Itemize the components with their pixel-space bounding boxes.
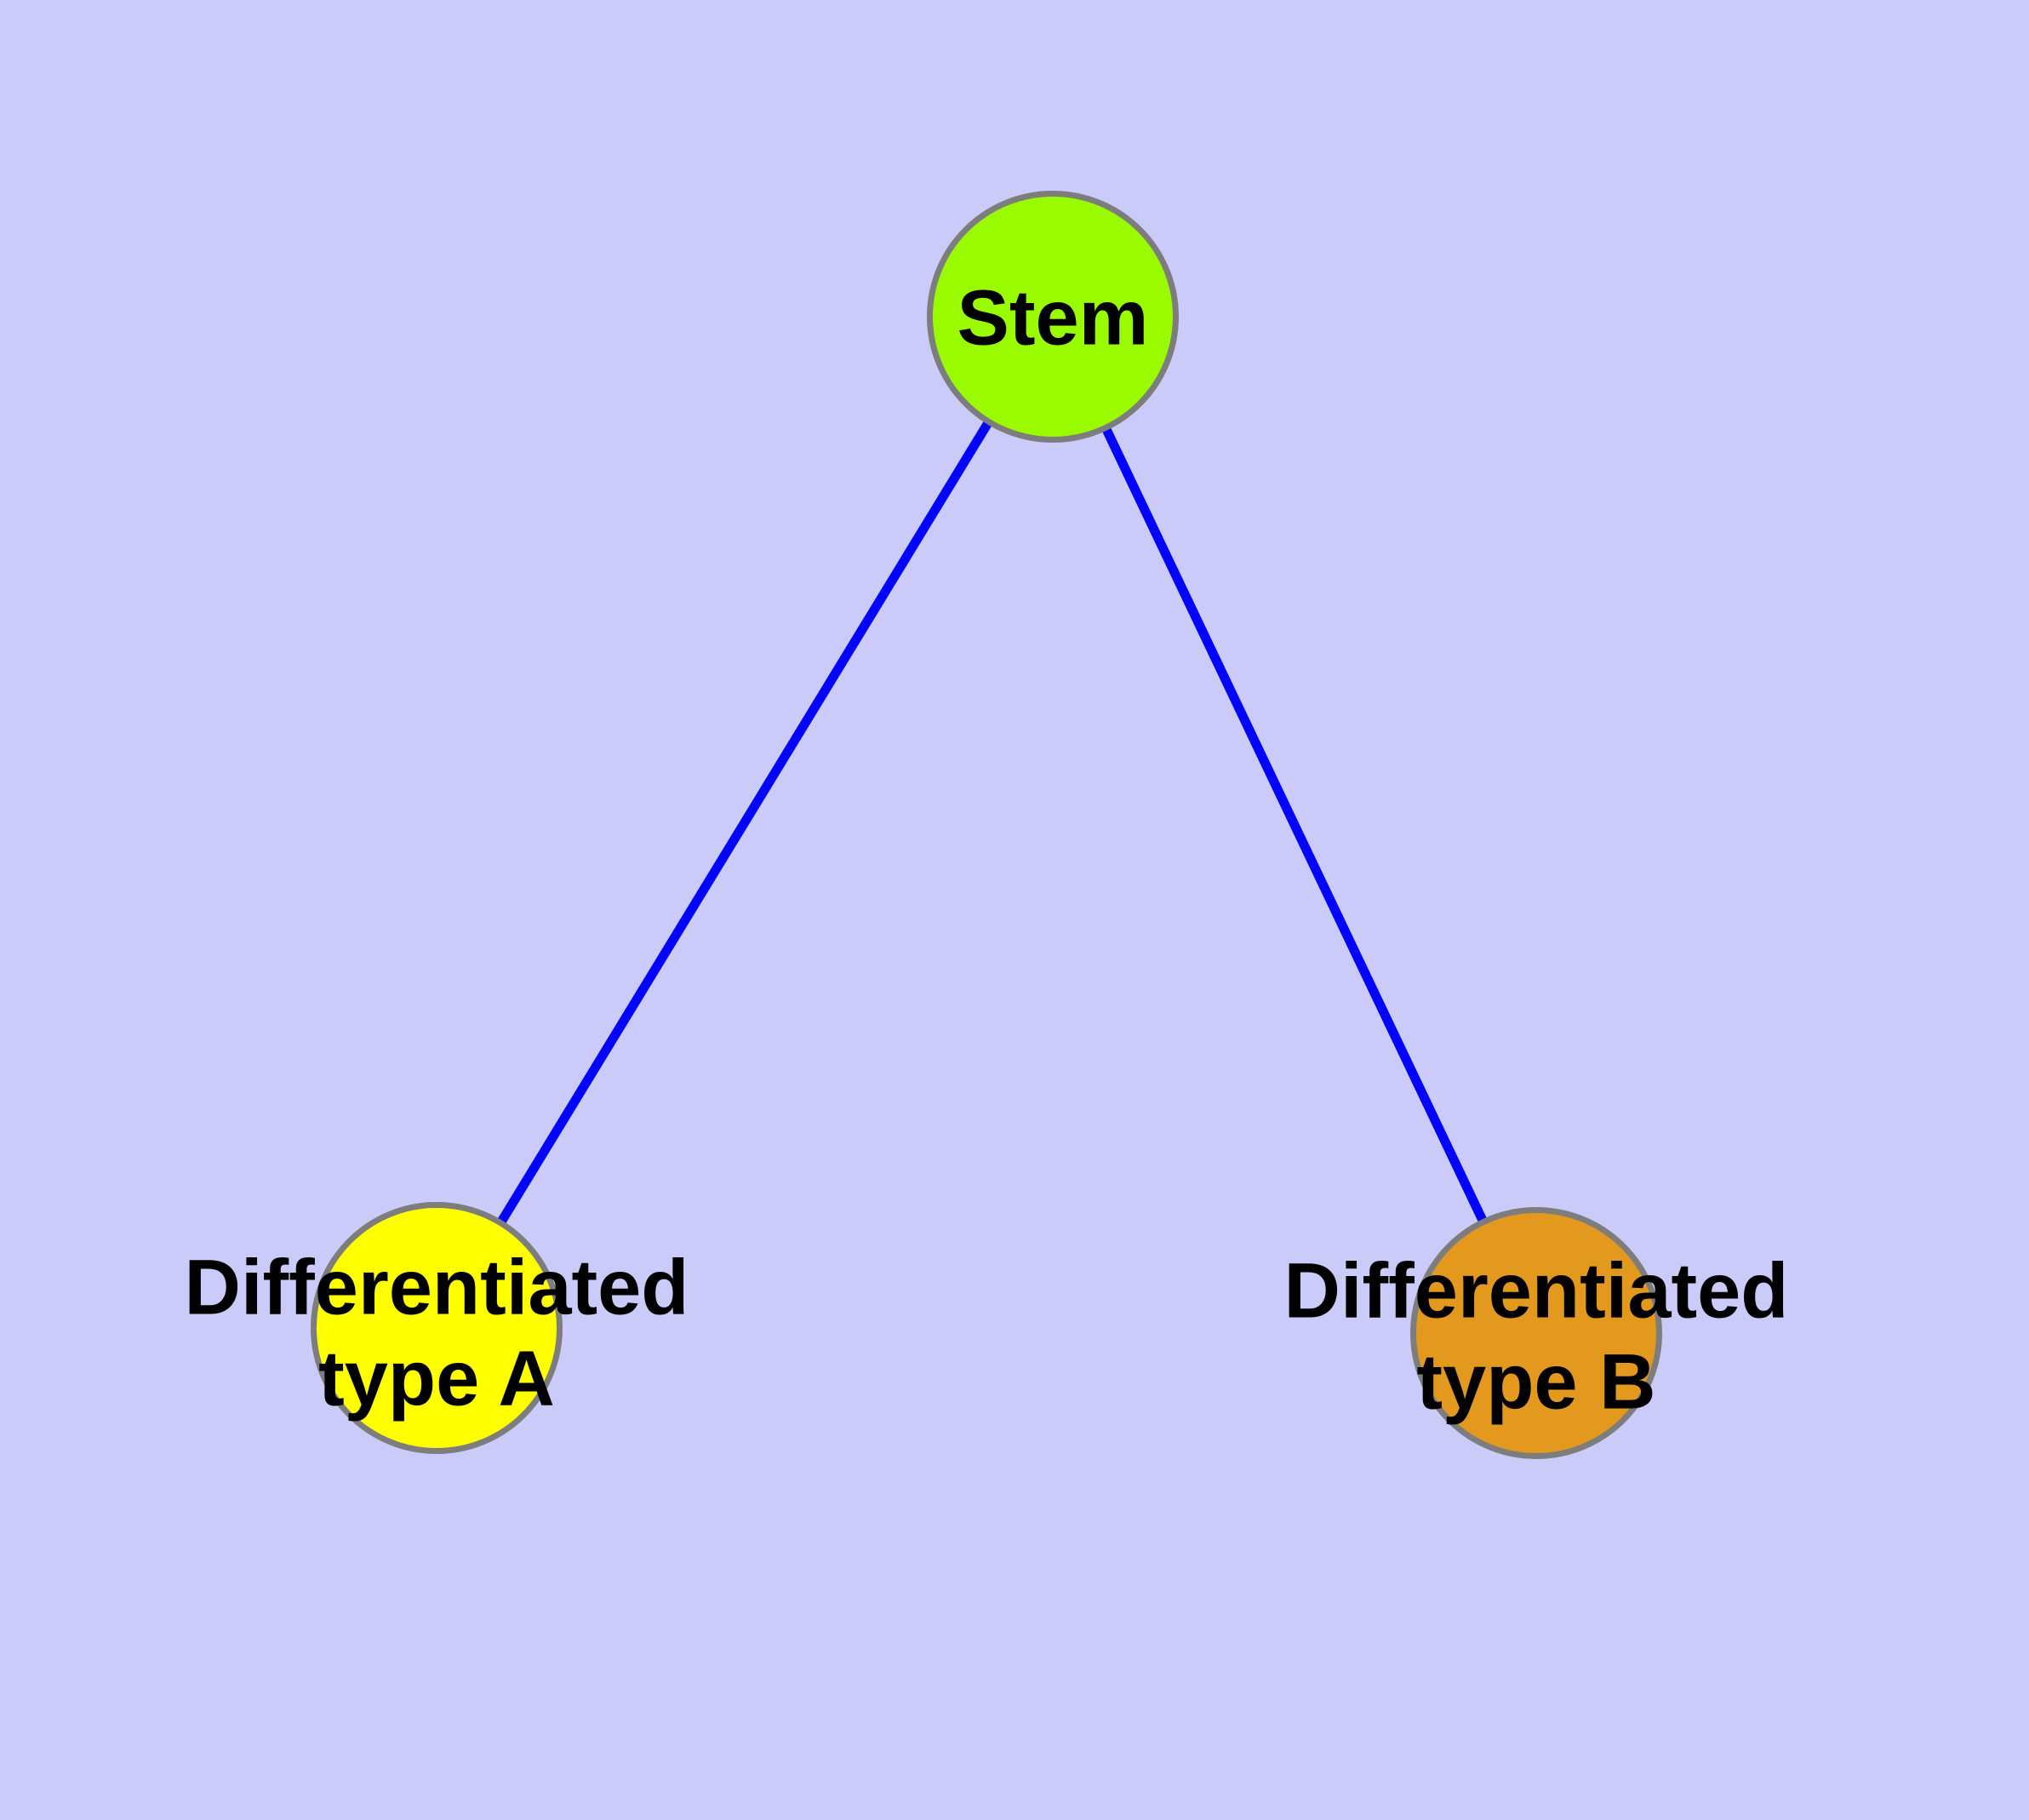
edge-stem-to-type-a	[432, 314, 1057, 1331]
node-differentiated-type-b	[1410, 1207, 1662, 1459]
node-stem	[927, 191, 1179, 443]
node-differentiated-type-a	[311, 1202, 563, 1454]
node-differentiated-type-a-label: Differentiated type A	[184, 1244, 689, 1422]
node-differentiated-type-b-label: Differentiated type B	[1283, 1247, 1789, 1425]
edge-stem-to-type-b	[1049, 314, 1540, 1336]
node-stem-label: Stem	[957, 274, 1149, 362]
